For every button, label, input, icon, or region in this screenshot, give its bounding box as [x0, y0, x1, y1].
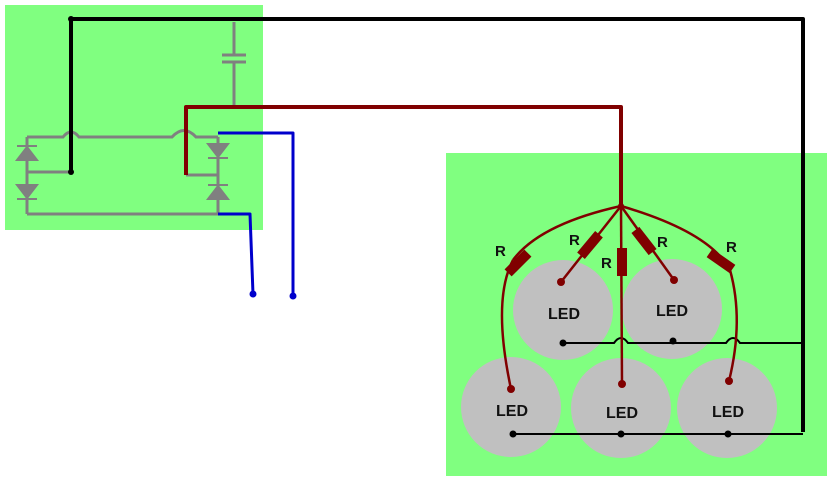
resistor-5 [706, 248, 736, 274]
led-label-bottom-right: LED [712, 404, 744, 421]
led-bottom-left [461, 357, 561, 457]
led-top-right [622, 259, 722, 359]
led-label-top-right: LED [656, 303, 688, 320]
blue-wires [218, 131, 295, 296]
ac-input-terminals [249, 290, 297, 300]
resistor-label-5: R [726, 239, 737, 256]
resistor-labels: R R R R R [495, 232, 737, 272]
resistor-label-4: R [657, 234, 668, 251]
red-junctions [507, 203, 733, 393]
resistor-label-2: R [569, 232, 580, 249]
bridge-rectifier [25, 22, 246, 216]
ac-terminal-1 [249, 290, 257, 298]
resistors [504, 226, 736, 277]
black-wire [69, 17, 805, 432]
led-labels: LED LED LED LED LED [496, 303, 744, 422]
red-wire [184, 105, 623, 206]
black-junctions [68, 16, 732, 438]
resistor-label-3: R [601, 255, 612, 272]
diode-icons [14, 143, 231, 200]
resistor-2 [577, 231, 603, 259]
led-label-top-left: LED [548, 306, 580, 323]
led-label-bottom-middle: LED [606, 405, 638, 422]
resistor-4 [631, 226, 657, 256]
ac-terminal-2 [289, 292, 297, 300]
resistor-3 [617, 248, 627, 276]
resistor-label-1: R [495, 243, 506, 260]
resistor-1 [504, 249, 532, 277]
led-label-bottom-left: LED [496, 403, 528, 420]
led-top-left [513, 260, 613, 360]
